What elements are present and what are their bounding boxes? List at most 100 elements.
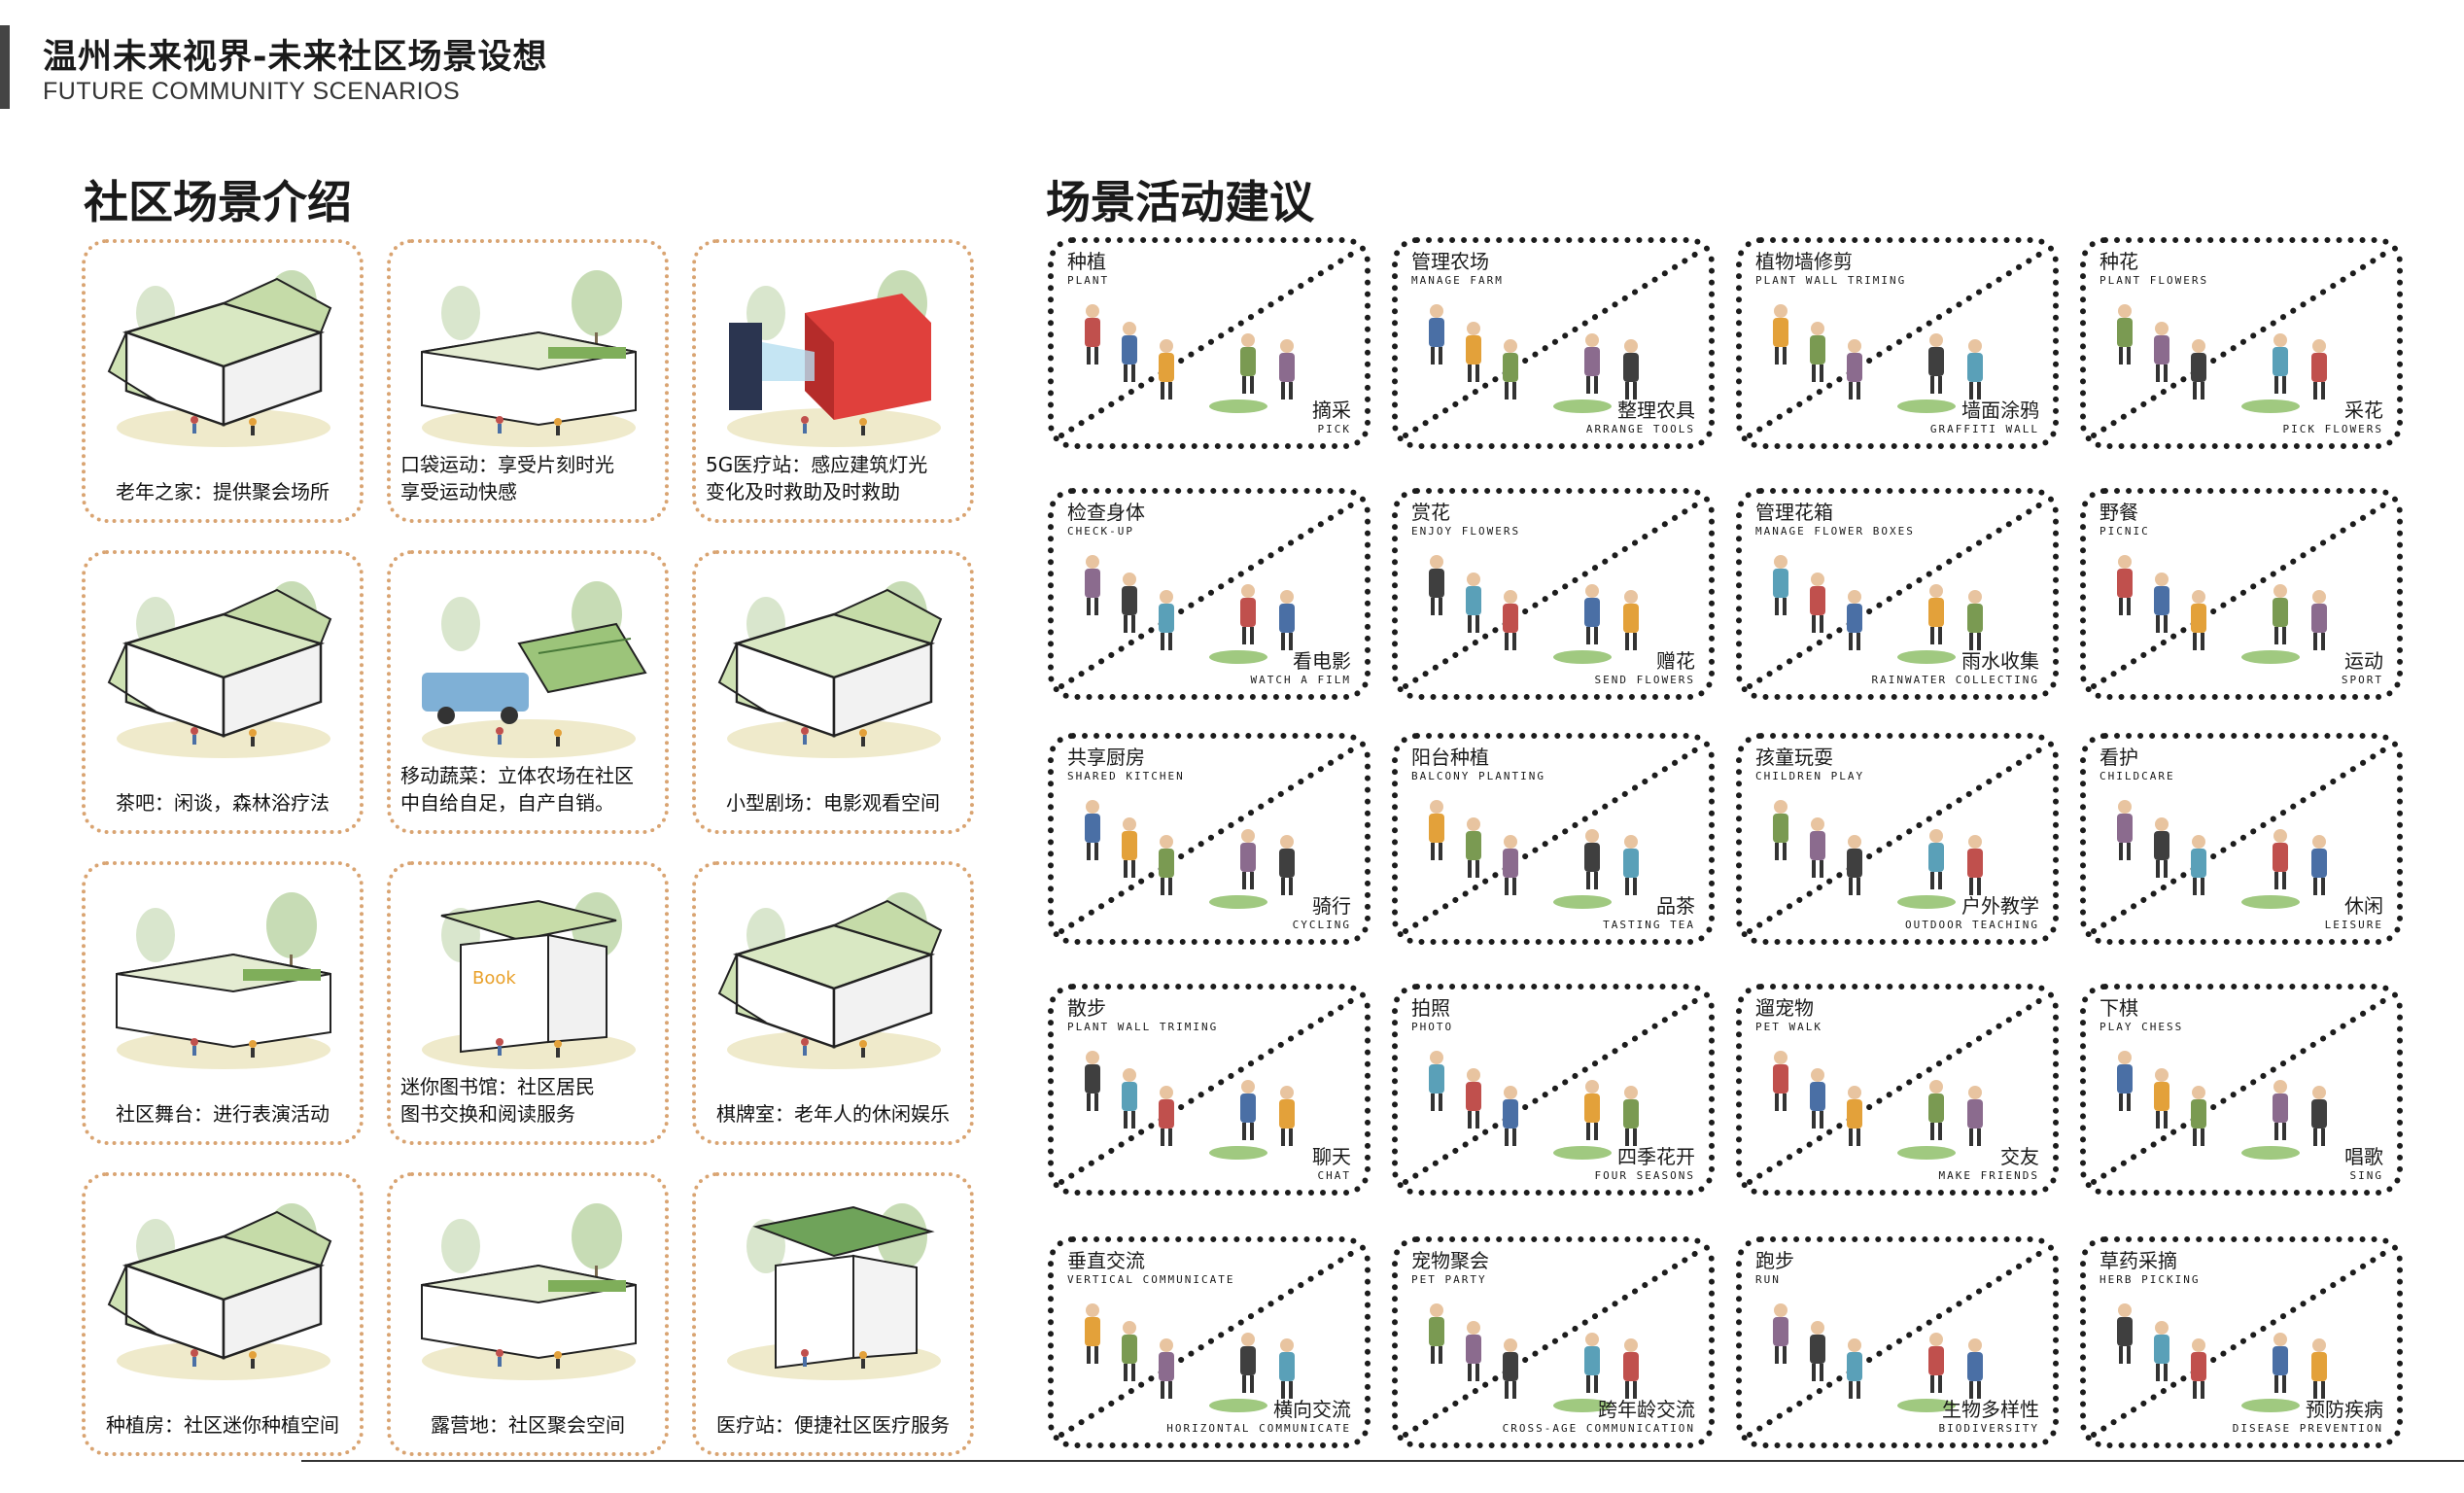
intro-card[interactable]: 5G医疗站：感应建筑灯光 变化及时救助及时救助 — [692, 239, 974, 523]
activity-bottom-cn: 生物多样性 — [1942, 1398, 2039, 1421]
activity-top-en: PLANT WALL TRIMING — [1755, 274, 1907, 287]
diagonal-divider — [1403, 994, 1704, 1185]
activity-top-en: PLANT WALL TRIMING — [1067, 1021, 1219, 1033]
diagonal-divider — [2091, 994, 2392, 1185]
intro-card[interactable]: 棋牌室：老年人的休闲娱乐 — [692, 861, 974, 1145]
intro-card[interactable]: 露营地：社区聚会空间 — [387, 1172, 669, 1456]
intro-card[interactable]: 小型剧场：电影观看空间 — [692, 550, 974, 834]
activity-bottom-cn: 品茶 — [1656, 894, 1695, 918]
svg-text:Book: Book — [472, 968, 516, 989]
intro-card[interactable]: 茶吧：闲谈，森林浴疗法 — [82, 550, 364, 834]
activity-top-en: SHARED KITCHEN — [1067, 770, 1185, 782]
intro-card[interactable]: 老年之家：提供聚会场所 — [82, 239, 364, 523]
activity-top-cn: 散步 — [1067, 996, 1106, 1020]
activity-top-cn: 孩童玩耍 — [1755, 746, 1833, 769]
activity-top-en: CHILDREN PLAY — [1755, 770, 1865, 782]
activity-top-en: MANAGE FLOWER BOXES — [1755, 525, 1915, 538]
bottom-divider — [301, 1460, 2464, 1462]
intro-caption: 5G医疗站：感应建筑灯光 变化及时救助及时救助 — [706, 453, 928, 503]
intro-card[interactable]: 口袋运动：享受片刻时光 享受运动快感 — [387, 239, 669, 523]
diagonal-divider — [1403, 744, 1704, 934]
activity-top-en: PLANT — [1067, 274, 1110, 287]
activity-bottom-en: CHAT — [1317, 1169, 1351, 1182]
intro-caption: 露营地：社区聚会空间 — [431, 1413, 625, 1437]
intro-card[interactable]: 社区舞台：进行表演活动 — [82, 861, 364, 1145]
intro-caption: 口袋运动：享受片刻时光 享受运动快感 — [400, 453, 614, 503]
activity-top-en: RUN — [1755, 1273, 1781, 1286]
intro-caption: 茶吧：闲谈，森林浴疗法 — [116, 791, 330, 815]
activity-bottom-cn: 休闲 — [2344, 894, 2383, 918]
activity-top-en: PET WALK — [1755, 1021, 1822, 1033]
activity-bottom-en: RAINWATER COLLECTING — [1871, 674, 2039, 686]
activity-bottom-en: TASTING TEA — [1603, 919, 1695, 931]
intro-section-title: 社区场景介绍 — [84, 176, 352, 228]
activity-top-en: ENJOY FLOWERS — [1411, 525, 1521, 538]
diagonal-divider — [1058, 1247, 1360, 1438]
activity-bottom-en: LEISURE — [2324, 919, 2383, 931]
intro-card[interactable]: 移动蔬菜：立体农场在社区 中自给自足，自产自销。 — [387, 550, 669, 834]
activity-top-en: PET PARTY — [1411, 1273, 1487, 1286]
diagonal-divider — [1403, 1247, 1704, 1438]
intro-caption: 棋牌室：老年人的休闲娱乐 — [716, 1102, 950, 1126]
activity-top-cn: 遛宠物 — [1755, 996, 1814, 1020]
diagonal-divider — [2091, 1247, 2392, 1438]
intro-card[interactable]: 医疗站：便捷社区医疗服务 — [692, 1172, 974, 1456]
activity-bottom-cn: 横向交流 — [1273, 1398, 1351, 1421]
diagonal-divider — [2091, 744, 2392, 934]
diagonal-divider — [1058, 994, 1360, 1185]
activity-bottom-cn: 交友 — [2000, 1145, 2039, 1168]
page-title: 温州未来视界-未来社区场景设想 — [43, 38, 548, 77]
activities-section-title: 场景活动建议 — [1046, 176, 1314, 228]
activity-bottom-en: FOUR SEASONS — [1594, 1169, 1695, 1182]
activity-top-cn: 阳台种植 — [1411, 746, 1489, 769]
activity-top-en: MANAGE FARM — [1411, 274, 1504, 287]
activity-bottom-cn: 跨年龄交流 — [1598, 1398, 1695, 1421]
intro-card[interactable]: 种植房：社区迷你种植空间 — [82, 1172, 364, 1456]
diagonal-divider — [1747, 744, 2048, 934]
activity-top-cn: 种植 — [1067, 250, 1106, 273]
intro-illustration — [717, 581, 943, 758]
activity-bottom-cn: 唱歌 — [2344, 1145, 2383, 1168]
intro-illustration — [422, 581, 647, 758]
activity-bottom-cn: 骑行 — [1312, 894, 1351, 918]
intro-caption: 社区舞台：进行表演活动 — [116, 1102, 330, 1126]
activity-top-en: BALCONY PLANTING — [1411, 770, 1545, 782]
activity-bottom-en: GRAFFITI WALL — [1929, 423, 2039, 435]
